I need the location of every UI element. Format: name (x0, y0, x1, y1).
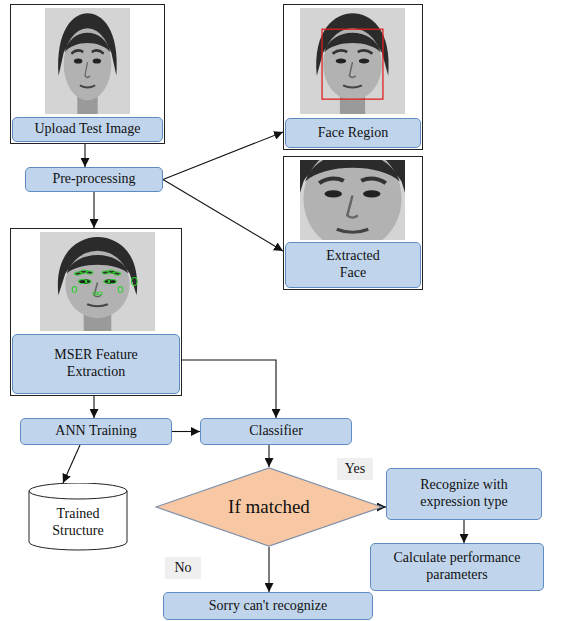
flow-arrow (63, 445, 80, 483)
node-label: Sorry can't recognize (209, 598, 327, 615)
process-box: Sorry can't recognize (163, 592, 373, 620)
flow-arrow (93, 192, 94, 228)
node-label: Extracted Face (313, 248, 393, 282)
mser-regions (72, 270, 137, 295)
image-panel: Upload Test Image (10, 4, 165, 144)
flow-arrow (182, 360, 276, 418)
database-cylinder: Trained Structure (28, 483, 128, 551)
process-box: Classifier (200, 418, 352, 445)
flow-arrow (163, 180, 283, 252)
flow-arrow (84, 144, 85, 167)
node-label: Calculate performance parameters (382, 550, 532, 584)
flow-arrow (163, 132, 283, 180)
node-label: If matched (228, 496, 310, 519)
image-panel: Face Region (283, 4, 423, 150)
cylinder-body (29, 483, 127, 550)
process-box: MSER Feature Extraction (12, 334, 180, 394)
flow-arrow (268, 547, 269, 592)
branch-label: Yes (337, 458, 373, 480)
node-label: Trained Structure (43, 506, 113, 540)
face-box (322, 29, 383, 99)
process-box: Extracted Face (285, 242, 421, 288)
flow-arrow (463, 520, 464, 543)
node-label: Upload Test Image (34, 121, 140, 138)
process-box: Upload Test Image (12, 117, 163, 142)
face-photo (300, 8, 405, 114)
node-label: Face Region (318, 125, 388, 142)
cylinder-rim (29, 491, 127, 499)
process-box: ANN Training (20, 418, 172, 445)
face-mser (40, 232, 155, 331)
flow-arrow (93, 396, 94, 418)
node-label: ANN Training (55, 423, 136, 440)
face-photo (45, 8, 130, 114)
branch-label: No (165, 557, 201, 579)
flow-arrow (172, 431, 200, 432)
flow-arrow (268, 445, 269, 467)
process-box: Face Region (285, 118, 421, 148)
image-panel: Extracted Face (283, 156, 423, 290)
process-box: Calculate performance parameters (370, 543, 544, 591)
node-label: Pre-processing (52, 171, 135, 188)
node-label: MSER Feature Extraction (41, 347, 151, 381)
node-label: Recognize with expression type (404, 477, 524, 511)
image-panel: MSER Feature Extraction (10, 228, 182, 396)
node-label: Classifier (249, 423, 303, 440)
process-box: Recognize with expression type (386, 468, 542, 520)
process-box: Pre-processing (25, 167, 163, 192)
